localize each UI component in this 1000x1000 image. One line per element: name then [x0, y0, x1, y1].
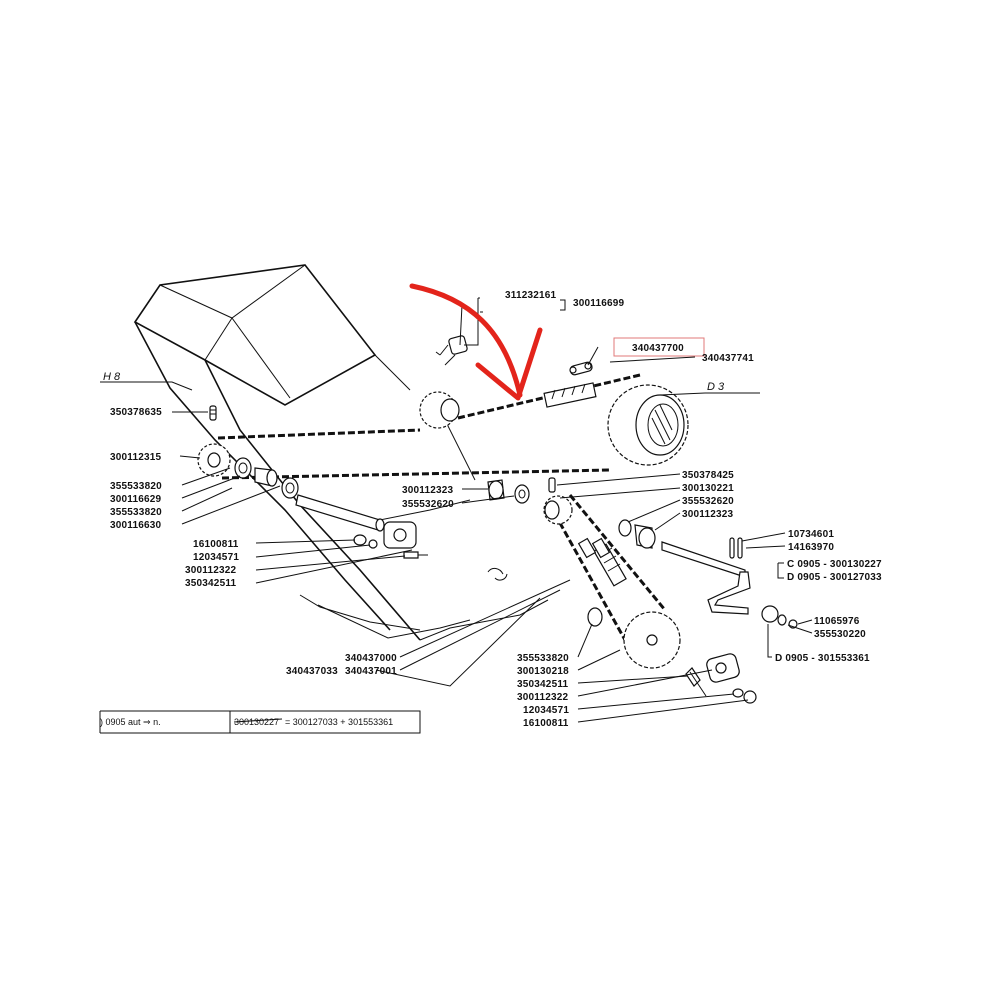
chain-link-part — [569, 361, 593, 376]
part-label: 355530220 — [814, 629, 866, 640]
middle-bushes — [487, 477, 556, 504]
part-label: 340437741 — [702, 353, 754, 364]
part-label: 300112322 — [517, 692, 569, 703]
part-label: D 0905 - 300127033 — [787, 572, 882, 583]
part-label: 355532620 — [682, 496, 734, 507]
part-label: 300112322 — [185, 565, 237, 576]
lower-right-bracket — [685, 653, 757, 704]
footer-left-text: ) 0905 aut ⇒ n. — [100, 717, 161, 727]
part-label: C 0905 - 300130227 — [787, 559, 882, 570]
footer-rest-text: = 300127033 + 301553361 — [285, 717, 393, 727]
part-label: 311232161 — [505, 290, 557, 301]
upper-small-sprocket — [419, 335, 468, 429]
part-label: 300130218 — [517, 666, 569, 677]
part-label: 300112315 — [110, 452, 162, 463]
part-label: 300116699 — [573, 298, 625, 309]
part-label: 11065976 — [814, 616, 860, 627]
part-label: 300130221 — [682, 483, 734, 494]
part-label: 300112323 — [402, 485, 454, 496]
lower-chain — [543, 494, 681, 669]
part-label: 350342511 — [517, 679, 569, 690]
part-label: 12034571 — [523, 705, 569, 716]
part-label: 300116629 — [110, 494, 162, 505]
zone-label-d3: D 3 — [707, 381, 725, 393]
upper-chain — [217, 373, 641, 480]
zone-label-h8: H 8 — [103, 371, 121, 383]
part-label: 340437700 — [632, 343, 684, 354]
part-label: 355533820 — [110, 507, 162, 518]
part-label: 300112323 — [682, 509, 734, 520]
part-label: 12034571 — [193, 552, 239, 563]
part-label: 10734601 — [788, 529, 834, 540]
footer-note: ) 0905 aut ⇒ n. 300130227 = 300127033 + … — [99, 710, 421, 734]
part-label: 340437000 — [345, 653, 397, 664]
left-sprocket — [197, 405, 299, 499]
left-shaft-bracket — [295, 494, 428, 559]
part-label: 355533820 — [517, 653, 569, 664]
part-label: D 0905 - 301553361 — [775, 653, 870, 664]
part-label: 350378425 — [682, 470, 734, 481]
part-label: 355533820 — [110, 481, 162, 492]
part-label: 340437033 — [286, 666, 338, 677]
leader-lines — [100, 297, 813, 723]
drive-sprocket-large — [607, 384, 706, 466]
part-label: 350378635 — [110, 407, 162, 418]
part-labels: 311232161 300116699 340437700 340437741 … — [110, 290, 882, 729]
part-label: 14163970 — [788, 542, 834, 553]
part-label: 16100811 — [523, 718, 569, 729]
highlight-annotation — [409, 283, 705, 401]
part-label: 340437001 — [345, 666, 397, 677]
footer-struck-text: 300130227 — [234, 717, 279, 727]
part-label: 350342511 — [185, 578, 237, 589]
right-shaft — [587, 519, 798, 629]
part-label: 16100811 — [193, 539, 239, 550]
part-label: 300116630 — [110, 520, 162, 531]
part-label: 355532620 — [402, 499, 454, 510]
